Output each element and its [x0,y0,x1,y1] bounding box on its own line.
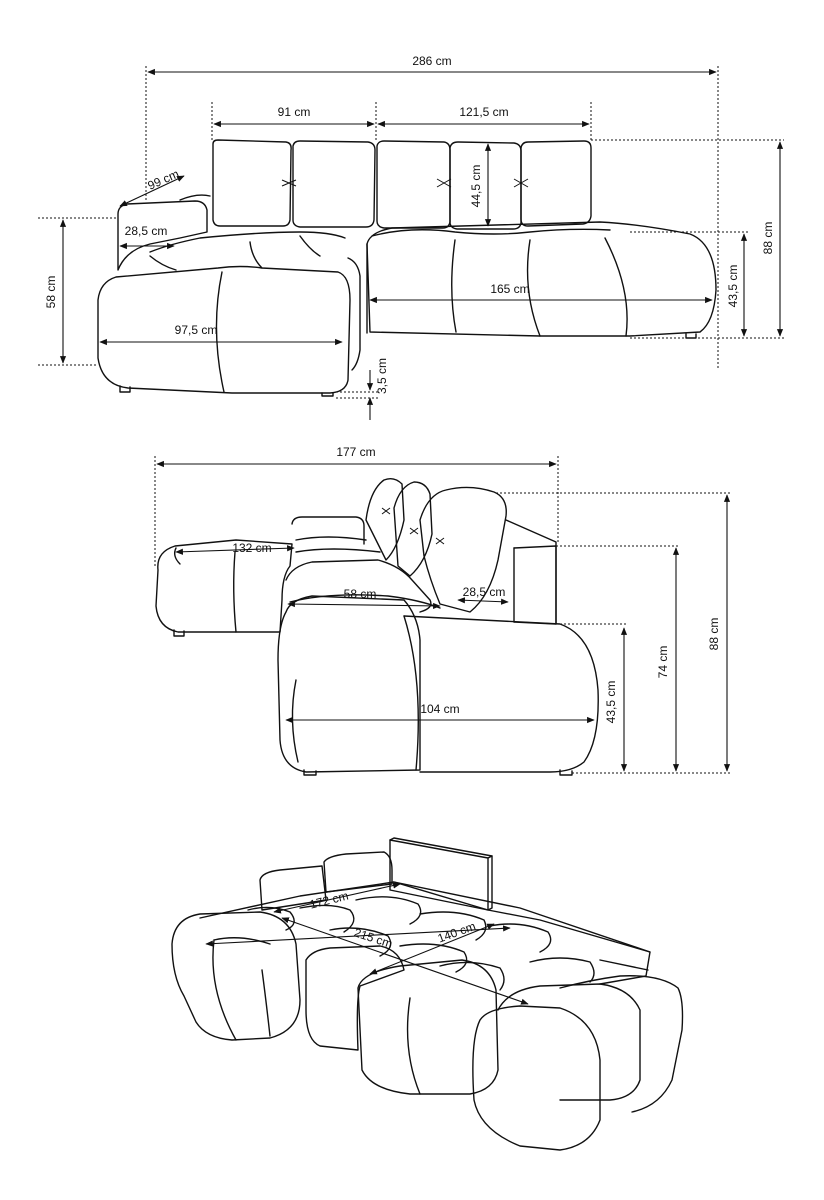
label-side-total-height: 88 cm [707,618,721,651]
side-elevation-view: 177 cm 132 cm 58 cm 28,5 cm 104 cm 43,5 … [154,445,731,776]
label-left-height: 58 cm [44,276,58,309]
front-dimension-arrows [59,68,784,420]
label-arm-height: 74 cm [656,646,670,679]
front-dimension-labels: 286 cm 91 cm 121,5 cm 99 cm 28,5 cm 58 c… [44,54,775,394]
label-sofa-length: 165 cm [490,282,529,296]
sofa-outline-bed [171,837,684,1151]
label-total-height: 88 cm [761,222,775,255]
label-side-seat-height: 43,5 cm [604,681,618,724]
label-seat-height: 43,5 cm [726,265,740,308]
label-leg-height: 3,5 cm [375,358,389,394]
label-seat-depth: 58 cm [344,587,377,601]
label-armrest-width: 28,5 cm [125,224,168,238]
label-total-depth: 177 cm [336,445,375,459]
label-chaise-depth: 132 cm [232,541,271,555]
label-cushion-height: 44,5 cm [469,165,483,208]
label-front-length: 104 cm [420,702,459,716]
label-armrest-depth: 99 cm [146,167,182,193]
label-bed-width: 140 cm [436,919,478,946]
front-elevation-view: 286 cm 91 cm 121,5 cm 99 cm 28,5 cm 58 c… [38,54,784,420]
bed-perspective-view: 172 cm 215 cm 140 cm [171,837,684,1151]
label-side-armrest-width: 28,5 cm [463,585,506,599]
sofa-outline-front [97,139,717,397]
label-seat-width: 91 cm [278,105,311,119]
side-dimension-arrows [156,460,731,772]
side-dimension-labels: 177 cm 132 cm 58 cm 28,5 cm 104 cm 43,5 … [232,445,721,723]
label-chaise-length: 97,5 cm [175,323,218,337]
label-right-width: 121,5 cm [459,105,508,119]
sofa-outline-side [155,477,599,776]
label-total-width: 286 cm [412,54,451,68]
front-extension-lines [38,66,784,368]
side-extension-lines [154,456,730,774]
bed-dimension-arrows [205,882,529,1005]
